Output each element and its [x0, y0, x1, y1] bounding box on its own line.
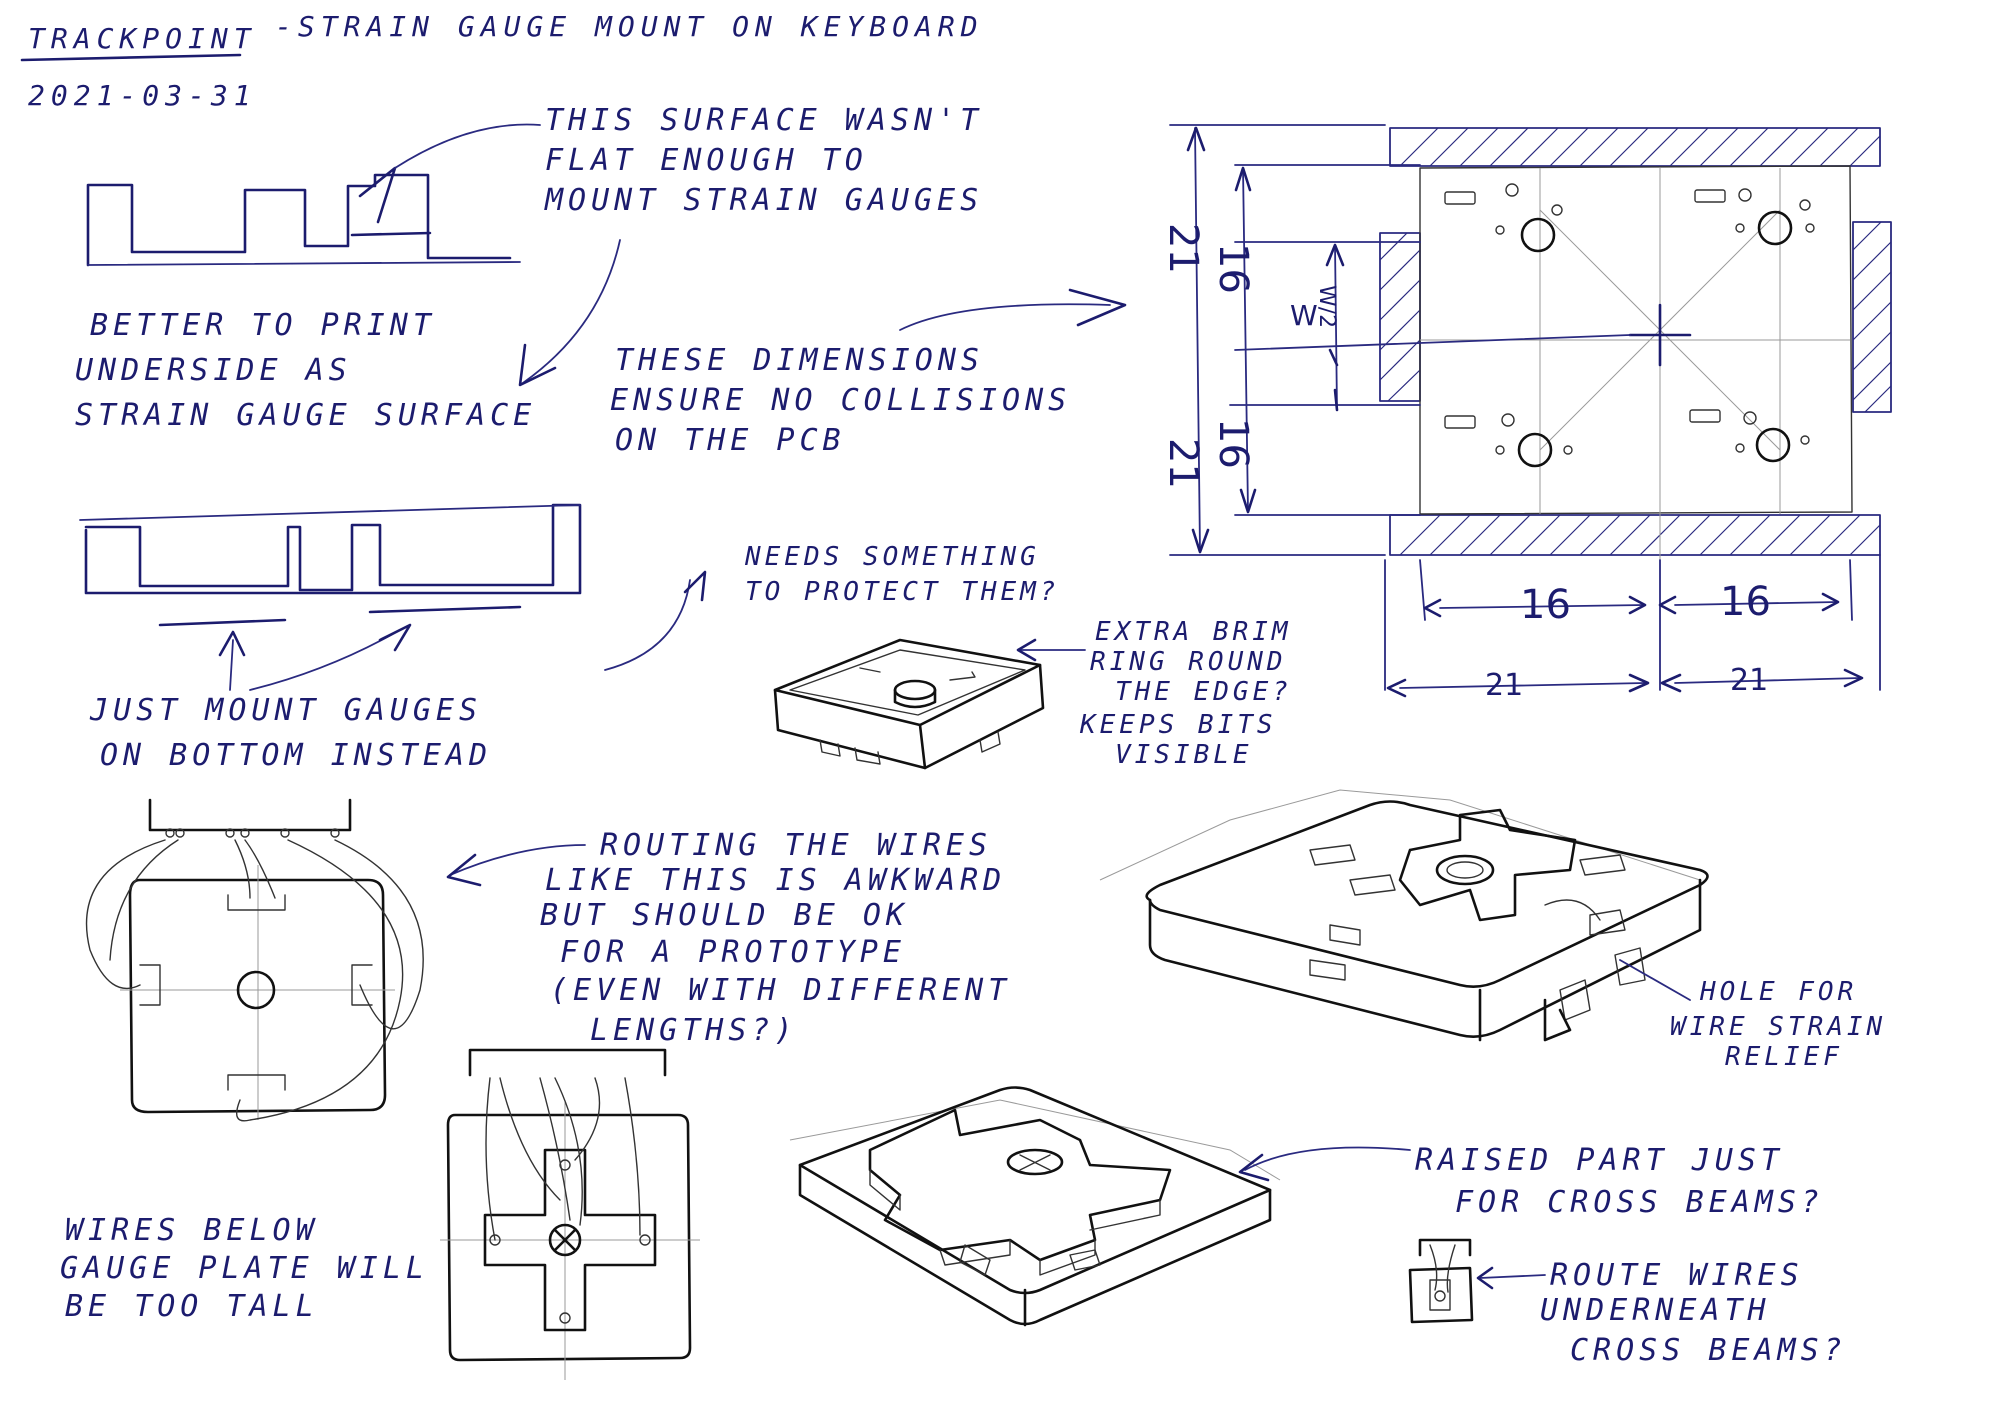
arrow-to-hole [1619, 959, 1691, 1001]
svg-text:RING ROUND: RING ROUND [1090, 647, 1287, 677]
svg-text:ROUTE WIRES: ROUTE WIRES [1550, 1258, 1804, 1293]
dim-16-lower: 16 [1210, 418, 1256, 469]
wire-routing-topdown [85, 798, 424, 1122]
arrow-up-left [218, 630, 246, 657]
svg-text:VISIBLE: VISIBLE [1115, 740, 1253, 770]
dim-line-16-left [1242, 167, 1249, 513]
svg-text:FOR CROSS BEAMS?: FOR CROSS BEAMS? [1455, 1185, 1824, 1220]
dim-w-half: W/2 [1314, 285, 1339, 328]
note-mount-bottom: JUST MOUNT GAUGES ON BOTTOM INSTEAD [89, 693, 492, 773]
bottom-hatched-bar [1389, 514, 1881, 556]
dim-21-bottom-left: 21 [1485, 668, 1523, 703]
svg-text:RELIEF: RELIEF [1725, 1042, 1843, 1072]
note-raised: RAISED PART JUST FOR CROSS BEAMS? [1415, 1143, 1824, 1220]
svg-text:LENGTHS?): LENGTHS?) [590, 1013, 798, 1048]
svg-text:HOLE FOR: HOLE FOR [1699, 977, 1857, 1007]
arrow-to-raised [1244, 1146, 1411, 1171]
svg-text:WIRE STRAIN: WIRE STRAIN [1670, 1012, 1886, 1042]
note-hole: HOLE FOR WIRE STRAIN RELIEF [1670, 977, 1886, 1072]
pcb-outline [1419, 165, 1853, 515]
non-flat-surface-mark [350, 231, 432, 237]
iso-raised-cross [789, 1086, 1281, 1327]
svg-text:WIRES BELOW: WIRES BELOW [65, 1213, 319, 1248]
iso-base-strain-relief [1099, 789, 1709, 1042]
svg-text:THIS SURFACE WASN'T: THIS SURFACE WASN'T [545, 103, 983, 138]
svg-text:UNDERNEATH: UNDERNEATH [1540, 1293, 1771, 1328]
dim-21-bottom-right: 21 [1730, 663, 1768, 698]
dim-w: W [1290, 299, 1318, 332]
left-hatched-bar [1379, 232, 1421, 402]
svg-text:KEEPS BITS: KEEPS BITS [1079, 710, 1277, 740]
page-title: TRACKPOINT [28, 22, 257, 55]
arrow-to-protect [604, 579, 691, 671]
arrow-to-route-under [1479, 1274, 1546, 1279]
svg-text:ON THE PCB: ON THE PCB [615, 423, 846, 458]
svg-text:RAISED PART JUST: RAISED PART JUST [1415, 1143, 1784, 1178]
note-route-under: ROUTE WIRES UNDERNEATH CROSS BEAMS? [1540, 1258, 1847, 1368]
note-protect: NEEDS SOMETHING TO PROTECT THEM? [744, 542, 1059, 607]
note-dimensions: THESE DIMENSIONS ENSURE NO COLLISIONS ON… [610, 343, 1071, 458]
arrow-to-routing [449, 844, 586, 876]
svg-text:(EVEN WITH DIFFERENT: (EVEN WITH DIFFERENT [550, 973, 1011, 1008]
dim-16-upper: 16 [1210, 243, 1256, 294]
svg-text:NEEDS SOMETHING: NEEDS SOMETHING [744, 542, 1040, 572]
svg-text:GAUGE PLATE WILL: GAUGE PLATE WILL [60, 1251, 429, 1286]
note-wires-below: WIRES BELOW GAUGE PLATE WILL BE TOO TALL [60, 1213, 429, 1324]
svg-text:MOUNT STRAIN GAUGES: MOUNT STRAIN GAUGES [544, 183, 983, 218]
dim-line-16-bottom [1439, 601, 1839, 609]
svg-text:JUST MOUNT GAUGES: JUST MOUNT GAUGES [89, 693, 482, 728]
svg-text:BE TOO TALL: BE TOO TALL [65, 1289, 319, 1324]
center-cross [1628, 303, 1692, 367]
svg-text:TO PROTECT THEM?: TO PROTECT THEM? [745, 577, 1059, 607]
gauge-mark-left [158, 618, 287, 627]
arrow-to-dimension-view [899, 303, 1111, 331]
svg-text:THESE DIMENSIONS: THESE DIMENSIONS [615, 343, 984, 378]
svg-text:THE EDGE?: THE EDGE? [1115, 677, 1292, 707]
svg-text:BETTER TO PRINT: BETTER TO PRINT [90, 308, 436, 343]
dim-21-lower: 21 [1160, 438, 1206, 489]
dim-16-bottom-left: 16 [1520, 582, 1571, 628]
svg-text:ON BOTTOM INSTEAD: ON BOTTOM INSTEAD [100, 738, 492, 773]
cross-beam-topdown [440, 1048, 700, 1380]
note-better-underside: BETTER TO PRINT UNDERSIDE AS STRAIN GAUG… [75, 308, 536, 433]
underside-profile-sketch [79, 503, 582, 691]
note-brim: EXTRA BRIM RING ROUND THE EDGE? KEEPS BI… [1079, 617, 1292, 770]
date-label: 2021-03-31 [28, 79, 257, 112]
svg-text:UNDERSIDE AS: UNDERSIDE AS [75, 353, 352, 388]
channel-profile-sketch [86, 123, 541, 267]
note-routing: ROUTING THE WIRES LIKE THIS IS AWKWARD B… [540, 828, 1011, 1048]
svg-text:BUT SHOULD BE OK: BUT SHOULD BE OK [540, 898, 909, 933]
note-surface-not-flat: THIS SURFACE WASN'T FLAT ENOUGH TO MOUNT… [544, 103, 983, 218]
dim-line-21-bottom [1399, 677, 1861, 689]
small-cross-sketch [1408, 1238, 1474, 1324]
svg-text:FOR A PROTOTYPE: FOR A PROTOTYPE [560, 935, 906, 970]
gauge-mark-right [368, 605, 522, 614]
svg-text:EXTRA BRIM: EXTRA BRIM [1095, 617, 1292, 647]
dim-line-21-left [1194, 127, 1201, 553]
header: TRACKPOINT -STRAIN GAUGE MOUNT ON KEYBOA… [20, 10, 984, 112]
svg-text:STRAIN GAUGE SURFACE: STRAIN GAUGE SURFACE [75, 398, 536, 433]
svg-text:FLAT ENOUGH TO: FLAT ENOUGH TO [545, 143, 868, 178]
top-hatched-bar [1389, 127, 1881, 167]
arrow-to-underside [519, 239, 621, 386]
right-hatched-bar [1852, 221, 1892, 413]
svg-text:LIKE THIS IS AWKWARD: LIKE THIS IS AWKWARD [545, 863, 1006, 898]
arrow-up-right [378, 623, 412, 652]
dim-21-upper: 21 [1160, 223, 1206, 274]
svg-text:CROSS BEAMS?: CROSS BEAMS? [1570, 1333, 1847, 1368]
dim-line-w [1334, 244, 1338, 411]
dim-16-bottom-right: 16 [1720, 579, 1771, 625]
svg-text:ENSURE NO COLLISIONS: ENSURE NO COLLISIONS [610, 383, 1071, 418]
dimension-drawing: 21 21 16 16 W W/2 16 16 21 21 [1160, 124, 1892, 703]
page-subtitle: -STRAIN GAUGE MOUNT ON KEYBOARD [275, 10, 984, 43]
title-underline [20, 53, 242, 62]
svg-text:ROUTING THE WIRES: ROUTING THE WIRES [600, 828, 992, 863]
brim-tray-sketch [773, 638, 1045, 770]
